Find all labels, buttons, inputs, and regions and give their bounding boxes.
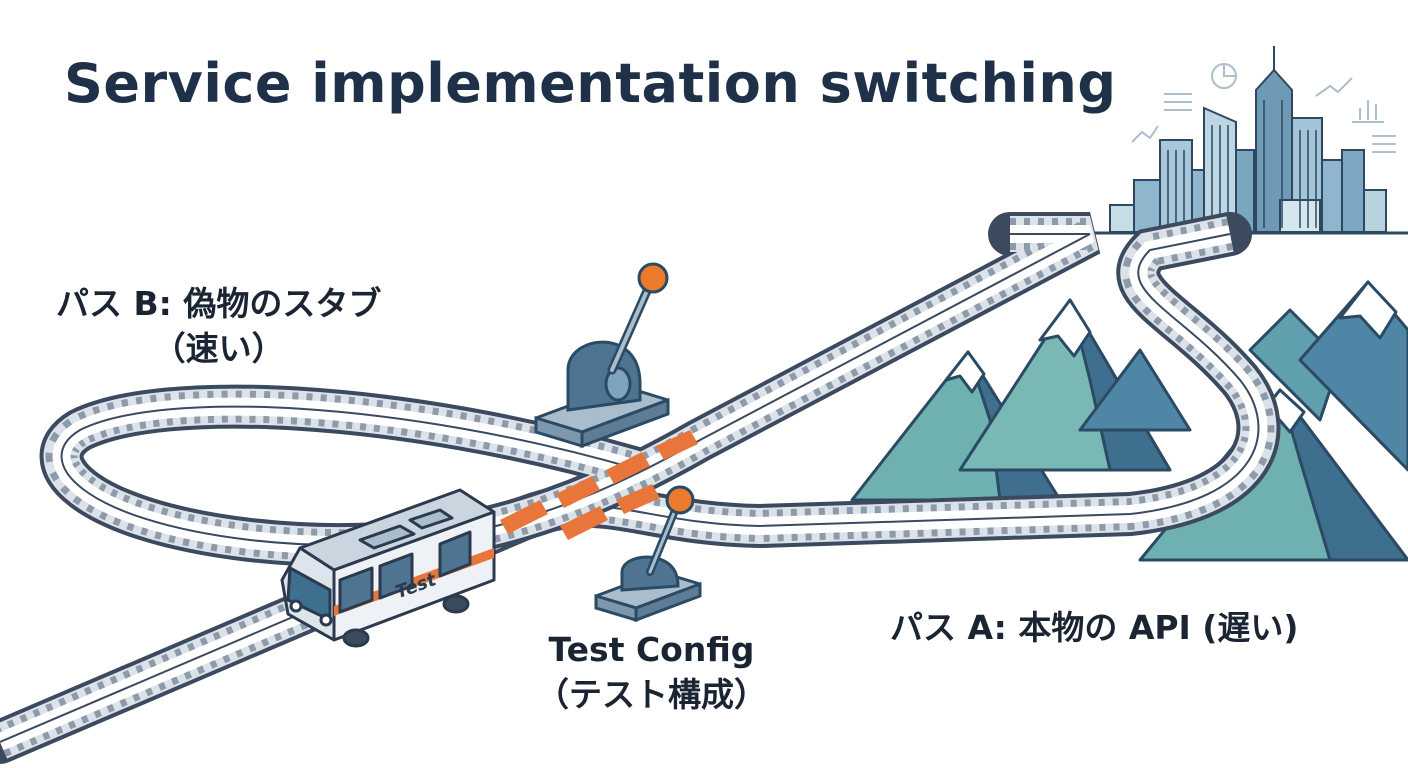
test-config-label: Test Config （テスト構成） <box>536 628 767 717</box>
switch-junction <box>500 430 698 540</box>
path-b-title: パス B: 偽物のスタブ <box>56 284 382 323</box>
path-b-speed: （速い） <box>152 328 285 368</box>
bar-chart-icon <box>1352 100 1384 123</box>
test-config-title: Test Config <box>548 630 755 669</box>
test-config-subtitle: （テスト構成） <box>536 674 767 714</box>
switch-lever-icon[interactable] <box>594 485 702 623</box>
page-title: Service implementation switching <box>64 52 1117 115</box>
path-b-label: パス B: 偽物のスタブ （速い） <box>56 282 381 371</box>
city-skyline-icon <box>1010 46 1408 235</box>
switch-lever-icon[interactable] <box>534 262 670 449</box>
line-chart-icon <box>1131 77 1353 143</box>
track-path-a <box>0 212 1281 764</box>
train-icon: Test <box>280 488 496 648</box>
pie-chart-icon <box>1211 63 1237 89</box>
path-a-label: パス A: 本物の API (遅い) <box>890 608 1299 647</box>
